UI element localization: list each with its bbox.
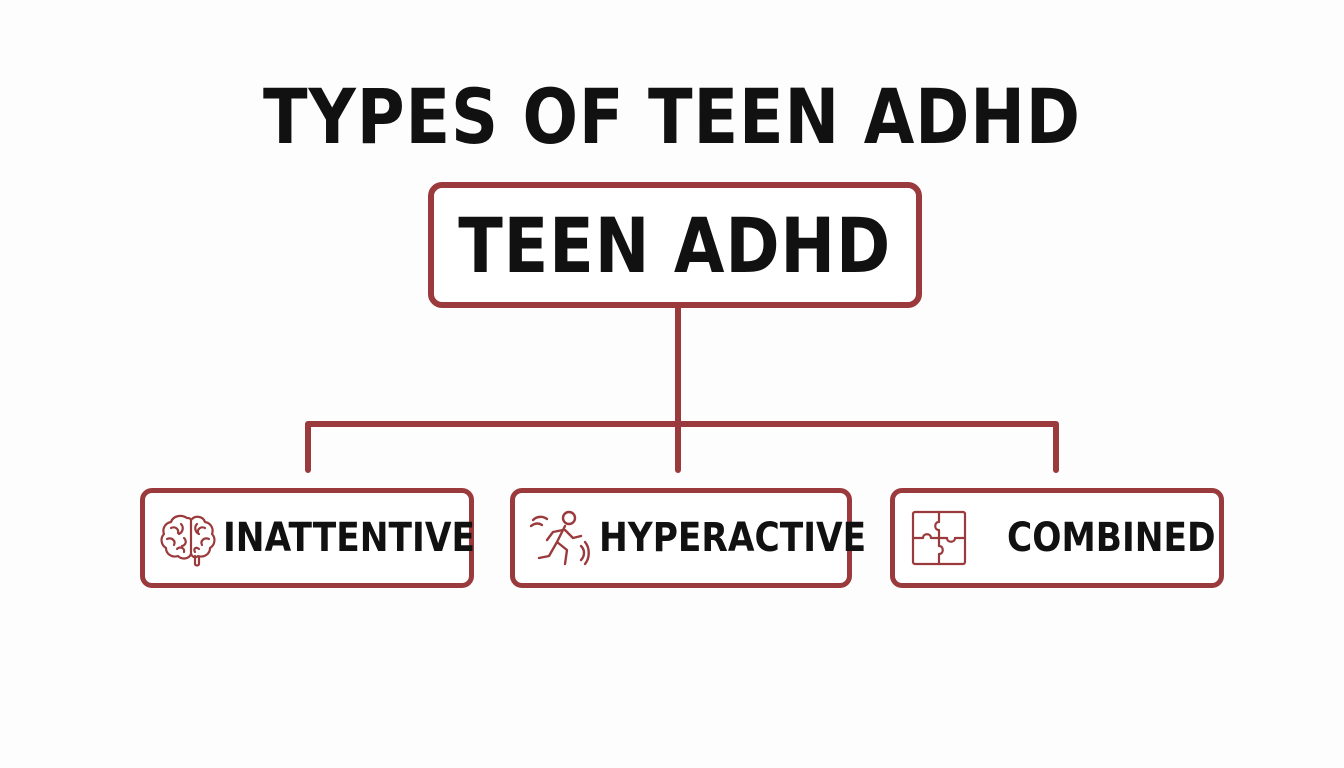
root-node-label: TEEN ADHD [458, 200, 892, 290]
horizontal-branch-connector [305, 421, 1059, 473]
running-person-icon [529, 510, 590, 566]
combined-node[interactable]: COMBINED [890, 488, 1224, 588]
inattentive-node[interactable]: INATTENTIVE [140, 488, 475, 588]
brain-icon [160, 514, 216, 567]
combined-label: COMBINED [1007, 515, 1216, 561]
inattentive-label: INATTENTIVE [223, 515, 475, 561]
root-node[interactable]: TEEN ADHD [428, 182, 922, 308]
hyperactive-label: HYPERACTIVE [599, 515, 867, 561]
hyperactive-node[interactable]: HYPERACTIVE [510, 488, 866, 588]
page-title: TYPES OF TEEN ADHD [263, 72, 1081, 161]
puzzle-icon [911, 510, 967, 566]
